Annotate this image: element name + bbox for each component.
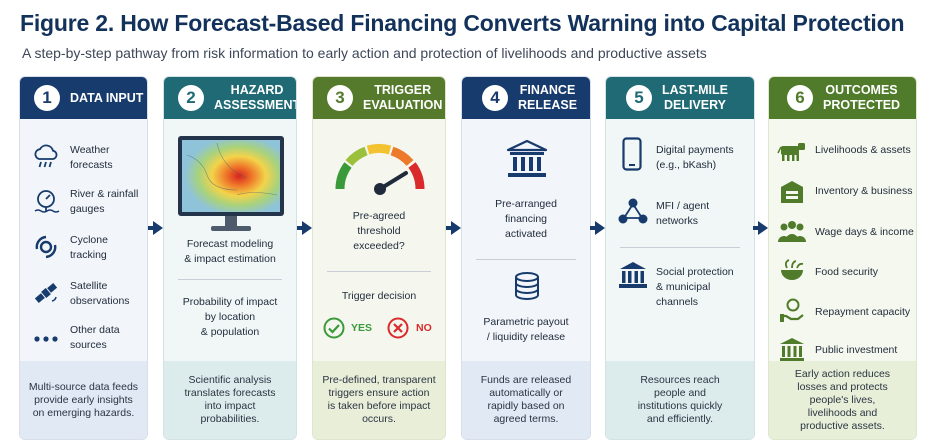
- step-number: 3: [327, 85, 353, 111]
- step-body: Livelihoods & assets Inventory & busines…: [769, 119, 916, 362]
- heatmap-monitor-icon: [178, 136, 284, 231]
- workers-icon: [778, 221, 806, 242]
- list-item: Digital payments(e.g., bKash): [656, 144, 734, 171]
- arrow-icon: [297, 221, 312, 235]
- arrow-icon: [753, 221, 768, 235]
- network-people-icon: [618, 198, 648, 224]
- list-item: Livelihoods & assets: [815, 144, 911, 156]
- coin-stack-icon: [515, 272, 539, 300]
- divider: [178, 279, 282, 280]
- food-bowl-icon: [781, 259, 804, 280]
- river-gauge-icon: [34, 190, 60, 213]
- figure-subtitle: A step-by-step pathway from risk informa…: [22, 45, 707, 61]
- mobile-phone-icon: [622, 137, 642, 171]
- more-dots-icon: [34, 336, 58, 342]
- step-body: Forecast modeling& impact estimation Pro…: [164, 119, 296, 361]
- step-title: DATA INPUT: [70, 90, 144, 105]
- bank-icon: [506, 139, 548, 177]
- parametric-payout-text: Parametric payout/ liquidity release: [483, 316, 569, 343]
- step-header: 1 DATA INPUT: [20, 77, 147, 119]
- list-item: Public investment: [815, 344, 898, 356]
- step-number: 4: [482, 85, 508, 111]
- step-number: 2: [178, 85, 204, 111]
- divider: [476, 259, 576, 260]
- trigger-decision-label: Trigger decision: [341, 290, 417, 302]
- hand-coin-icon: [780, 298, 804, 322]
- forecast-modeling-text: Forecast modeling& impact estimation: [184, 238, 276, 265]
- divider: [620, 247, 740, 248]
- government-building-icon: [619, 262, 647, 288]
- list-item: Inventory & business: [815, 185, 913, 197]
- yes-label: YES: [351, 322, 373, 334]
- step-number: 6: [787, 85, 813, 111]
- arrow-icon: [590, 221, 605, 235]
- gauge-icon: [335, 144, 425, 195]
- arrow-icon: [446, 221, 461, 235]
- list-item: Wage days & income: [815, 226, 914, 238]
- cyclone-icon: [35, 235, 57, 259]
- figure-title: Figure 2. How Forecast-Based Financing C…: [20, 10, 905, 36]
- check-icon: [323, 317, 345, 339]
- no-label: NO: [416, 322, 432, 334]
- step-number: 1: [34, 85, 60, 111]
- cross-icon: [387, 317, 409, 339]
- divider: [327, 271, 431, 272]
- satellite-icon: [34, 282, 58, 304]
- cow-icon: [777, 143, 805, 161]
- cloud-rain-icon: [34, 144, 58, 168]
- list-item: Repayment capacity: [815, 306, 911, 318]
- step-number: 5: [626, 85, 652, 111]
- public-building-icon: [780, 338, 804, 362]
- warehouse-icon: [781, 181, 803, 203]
- step-body: Digital payments(e.g., bKash) MFI / agen…: [606, 119, 754, 361]
- list-item: Food security: [815, 266, 879, 278]
- arrow-icon: [148, 221, 163, 235]
